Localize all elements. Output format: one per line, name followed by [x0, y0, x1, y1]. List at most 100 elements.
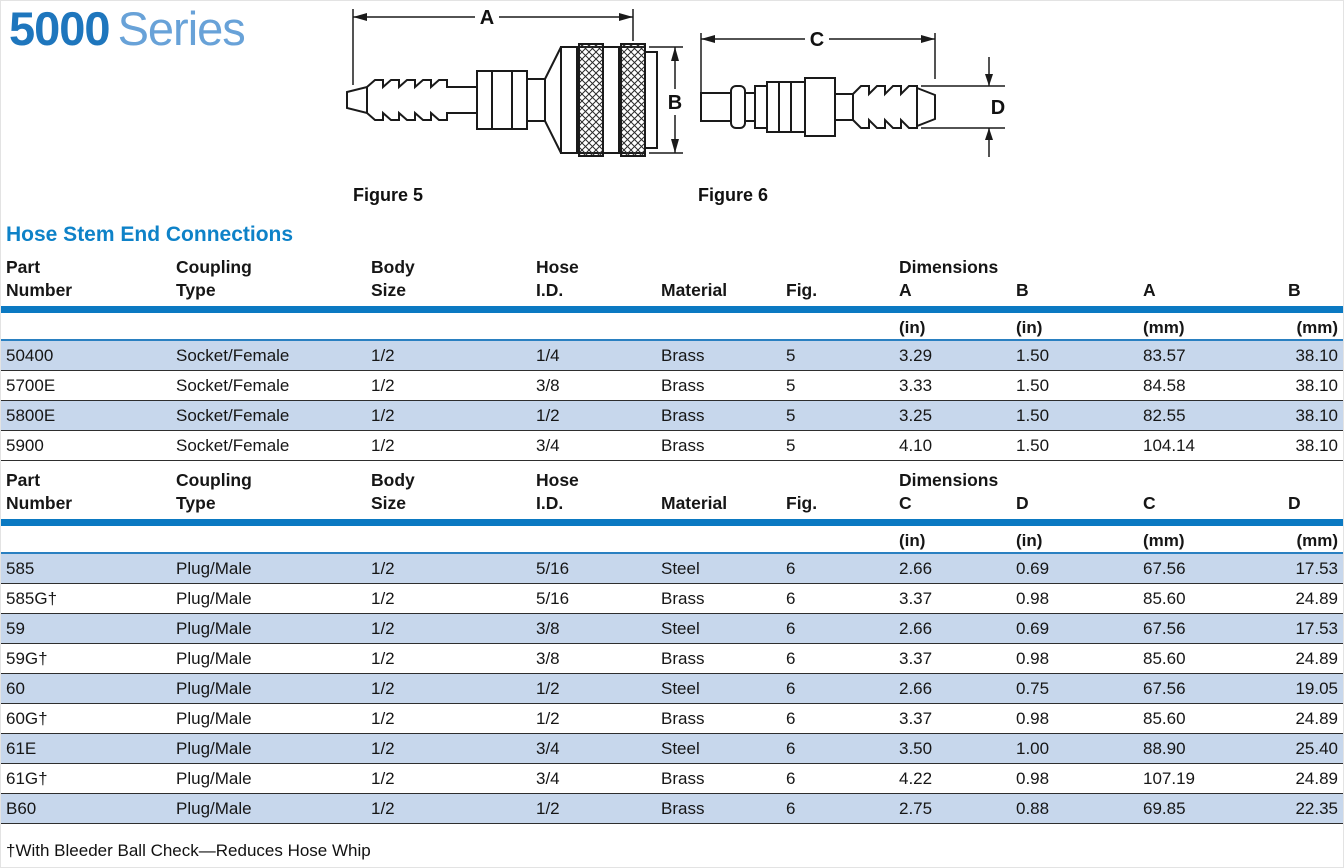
table-cell: Brass [661, 406, 705, 425]
units-cell [176, 313, 371, 343]
table-cell: 5/16 [536, 559, 570, 578]
figure5-socket-drawing: A B [346, 7, 683, 157]
units-cell: (mm) [1143, 318, 1185, 337]
table-cell: Plug/Male [176, 799, 252, 818]
units-cell: (mm) [1296, 318, 1338, 337]
units-cell [371, 313, 536, 343]
hex-nut [476, 70, 528, 130]
table-cell: 3.25 [899, 406, 933, 425]
table-cell: 6 [786, 709, 796, 728]
column-header: B [1016, 280, 1029, 300]
table-cell: 585 [6, 559, 35, 578]
table-cell: 6 [786, 559, 796, 578]
table-cell: 5700E [6, 376, 56, 395]
table-cell: Steel [661, 679, 700, 698]
units-row: (in)(in)(mm)(mm) [1, 313, 1343, 343]
table-cell: 61G† [6, 769, 48, 788]
table-cell: 6 [786, 769, 796, 788]
units-cell [661, 313, 786, 343]
table-cell: 84.58 [1143, 376, 1186, 395]
table-cell: 60G† [6, 709, 48, 728]
table-cell: 2.66 [899, 619, 933, 638]
header-rule [1, 519, 1343, 526]
table-cell: 6 [786, 649, 796, 668]
table-cell: Steel [661, 739, 700, 758]
table-cell: Brass [661, 649, 705, 668]
table-cell: 0.75 [1016, 679, 1050, 698]
table-cell: 61E [6, 739, 37, 758]
table-cell: 83.57 [1143, 346, 1186, 365]
table-cell: 1/2 [371, 649, 395, 668]
table-cell: 69.85 [1143, 799, 1186, 818]
table-cell: 22.35 [1295, 799, 1338, 818]
units-cell [371, 526, 536, 556]
table-cell: 1.50 [1016, 436, 1050, 455]
table-cell: 2.66 [899, 559, 933, 578]
table-cell: Brass [661, 589, 705, 608]
table-cell: 0.69 [1016, 559, 1050, 578]
table-cell: Plug/Male [176, 769, 252, 788]
column-header: Fig. [786, 493, 818, 513]
table-cell: 1/2 [371, 436, 395, 455]
table-cell: 60 [6, 679, 25, 698]
table-cell: 0.69 [1016, 619, 1050, 638]
series-number: 5000 [9, 2, 111, 55]
column-header: A [1143, 280, 1156, 300]
table-cell: Plug/Male [176, 709, 252, 728]
table-cell: Brass [661, 346, 705, 365]
table-cell: 5900 [6, 436, 44, 455]
table-cell: B60 [6, 799, 37, 818]
units-cell: (mm) [1143, 531, 1185, 550]
table-cell: 6 [786, 799, 796, 818]
table-cell: 0.98 [1016, 709, 1050, 728]
table-cell: 1/2 [536, 709, 560, 728]
table-cell: 38.10 [1295, 376, 1338, 395]
table-cell: 25.40 [1295, 739, 1338, 758]
table-cell: Plug/Male [176, 589, 252, 608]
column-header: B [1288, 280, 1301, 300]
dim-label-C: C [810, 29, 824, 51]
hose-stem-tip [346, 85, 368, 115]
hose-barb-tip [916, 86, 936, 128]
table-cell: 6 [786, 739, 796, 758]
table-cell: 4.10 [899, 436, 933, 455]
table-cell: 67.56 [1143, 559, 1186, 578]
column-header: C [1143, 493, 1156, 513]
dimension-lines [700, 33, 1005, 157]
table-cell: 50400 [6, 346, 54, 365]
table-cell: 5/16 [536, 589, 570, 608]
table-cell: 0.98 [1016, 649, 1050, 668]
table-cell: 5800E [6, 406, 56, 425]
units-cell: (in) [899, 531, 926, 550]
table-cell: 6 [786, 589, 796, 608]
table-cell: 24.89 [1295, 649, 1338, 668]
table-cell: 1/2 [371, 799, 395, 818]
figure6-plug-drawing: C D [700, 29, 1005, 157]
table-cell: 1/2 [371, 589, 395, 608]
table-cell: 67.56 [1143, 619, 1186, 638]
table-cell: 1.00 [1016, 739, 1050, 758]
section-title: Hose Stem End Connections [6, 223, 294, 246]
table-cell: Socket/Female [176, 406, 290, 425]
table-cell: 38.10 [1295, 436, 1338, 455]
table-cell: 4.22 [899, 769, 933, 788]
table-cell: 1/2 [536, 406, 560, 425]
column-header: D [1288, 493, 1301, 513]
footnote: †With Bleeder Ball Check—Reduces Hose Wh… [6, 841, 371, 860]
